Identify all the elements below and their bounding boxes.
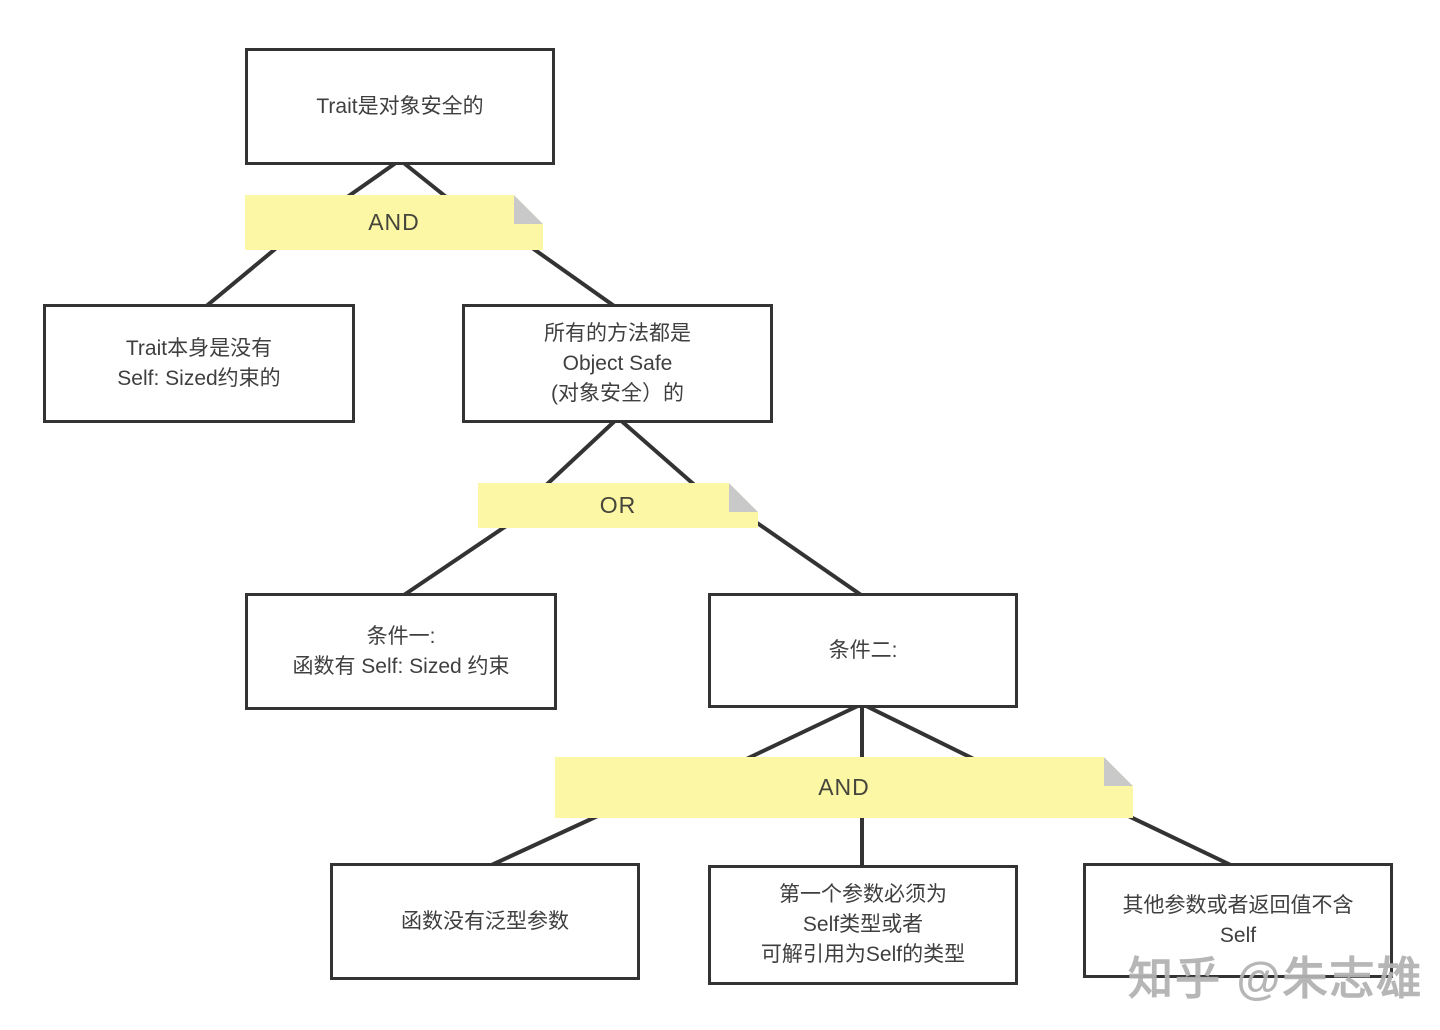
operator-label: AND: [818, 774, 870, 800]
operator-label: AND: [368, 209, 420, 235]
node-first-param-self: 第一个参数必须为 Self类型或者 可解引用为Self的类型: [708, 865, 1018, 985]
operator-note-and-bottom: AND: [555, 757, 1133, 818]
connector-line: [616, 416, 700, 490]
node-condition-2: 条件二:: [708, 593, 1018, 708]
node-condition-1: 条件一: 函数有 Self: Sized 约束: [245, 593, 557, 710]
node-all-methods-object-safe: 所有的方法都是 Object Safe (对象安全）的: [462, 304, 773, 423]
connector-line: [541, 416, 620, 490]
connector-line: [202, 243, 282, 310]
operator-note-and-top: AND: [245, 195, 543, 250]
connector-line: [484, 812, 603, 870]
operator-label: OR: [599, 492, 637, 518]
zhihu-watermark: 知乎 @朱志雄: [1128, 953, 1424, 1004]
node-no-generic-params: 函数没有泛型参数: [330, 863, 640, 980]
operator-note-or: OR: [478, 483, 758, 528]
connector-line: [526, 243, 619, 310]
connector-line: [739, 702, 863, 764]
connector-line: [399, 520, 514, 599]
connector-line: [1119, 810, 1238, 870]
connector-line: [861, 702, 981, 764]
node-trait-is-object-safe: Trait是对象安全的: [245, 48, 555, 165]
node-other-params-no-self: 其他参数或者返回值不含 Self: [1083, 863, 1393, 978]
connector-line: [398, 158, 452, 202]
node-trait-no-self-sized: Trait本身是没有 Self: Sized约束的: [43, 304, 355, 423]
connector-line: [748, 516, 866, 599]
connector-line: [341, 158, 402, 202]
